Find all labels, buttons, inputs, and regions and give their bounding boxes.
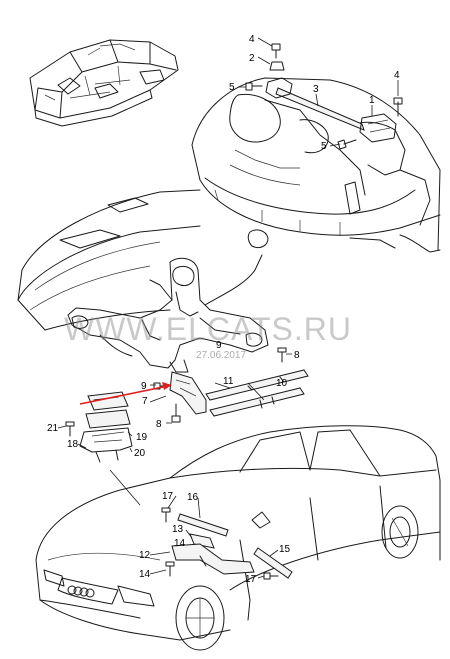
callout-4-right: 4 — [394, 70, 400, 81]
watermark-date: 27.06.2017 — [196, 350, 246, 361]
callout-11: 11 — [223, 376, 234, 387]
callout-21: 21 — [47, 423, 59, 434]
callout-17-bottom: 17 — [245, 574, 257, 585]
callout-13: 13 — [172, 524, 184, 535]
callout-14-lower: 14 — [139, 569, 151, 580]
callout-16: 16 — [187, 492, 199, 503]
callout-8-upper: 8 — [294, 350, 300, 361]
callout-8-lower: 8 — [156, 419, 162, 430]
engine-bay-drawing — [191, 43, 441, 253]
brace-parts-7-to-11 — [153, 347, 309, 423]
callout-19: 19 — [136, 432, 148, 443]
callout-17-top: 17 — [162, 491, 174, 502]
callout-10: 10 — [276, 378, 288, 389]
callout-5-bottom: 5 — [321, 141, 327, 152]
bracket-parts-18-to-21 — [65, 391, 133, 463]
callout-3: 3 — [313, 84, 319, 95]
callout-12: 12 — [139, 550, 151, 561]
callout-7: 7 — [142, 396, 148, 407]
red-pointer-arrow — [79, 382, 172, 405]
callout-1: 1 — [369, 95, 375, 106]
callout-4: 4 — [249, 34, 255, 45]
sedan-drawing — [35, 425, 441, 651]
callout-5-top: 5 — [229, 82, 235, 93]
callout-labels: 4 2 5 3 1 4 5 9 9 8 11 10 7 8 19 20 21 1… — [47, 34, 400, 585]
callout-14-upper: 14 — [174, 538, 186, 549]
callout-9-lower: 9 — [141, 381, 147, 392]
body-shell-thumbnail — [29, 39, 179, 127]
callout-15: 15 — [279, 544, 291, 555]
underbody-parts-12-to-17 — [161, 507, 293, 580]
callout-20: 20 — [134, 448, 146, 459]
watermark-site: WWW.ELCATS.RU — [64, 311, 352, 347]
callout-18: 18 — [67, 439, 79, 450]
callout-9-upper: 9 — [216, 340, 222, 351]
callout-2: 2 — [249, 53, 255, 64]
callout-leaders — [57, 37, 399, 579]
subframe-drawing — [17, 189, 269, 373]
